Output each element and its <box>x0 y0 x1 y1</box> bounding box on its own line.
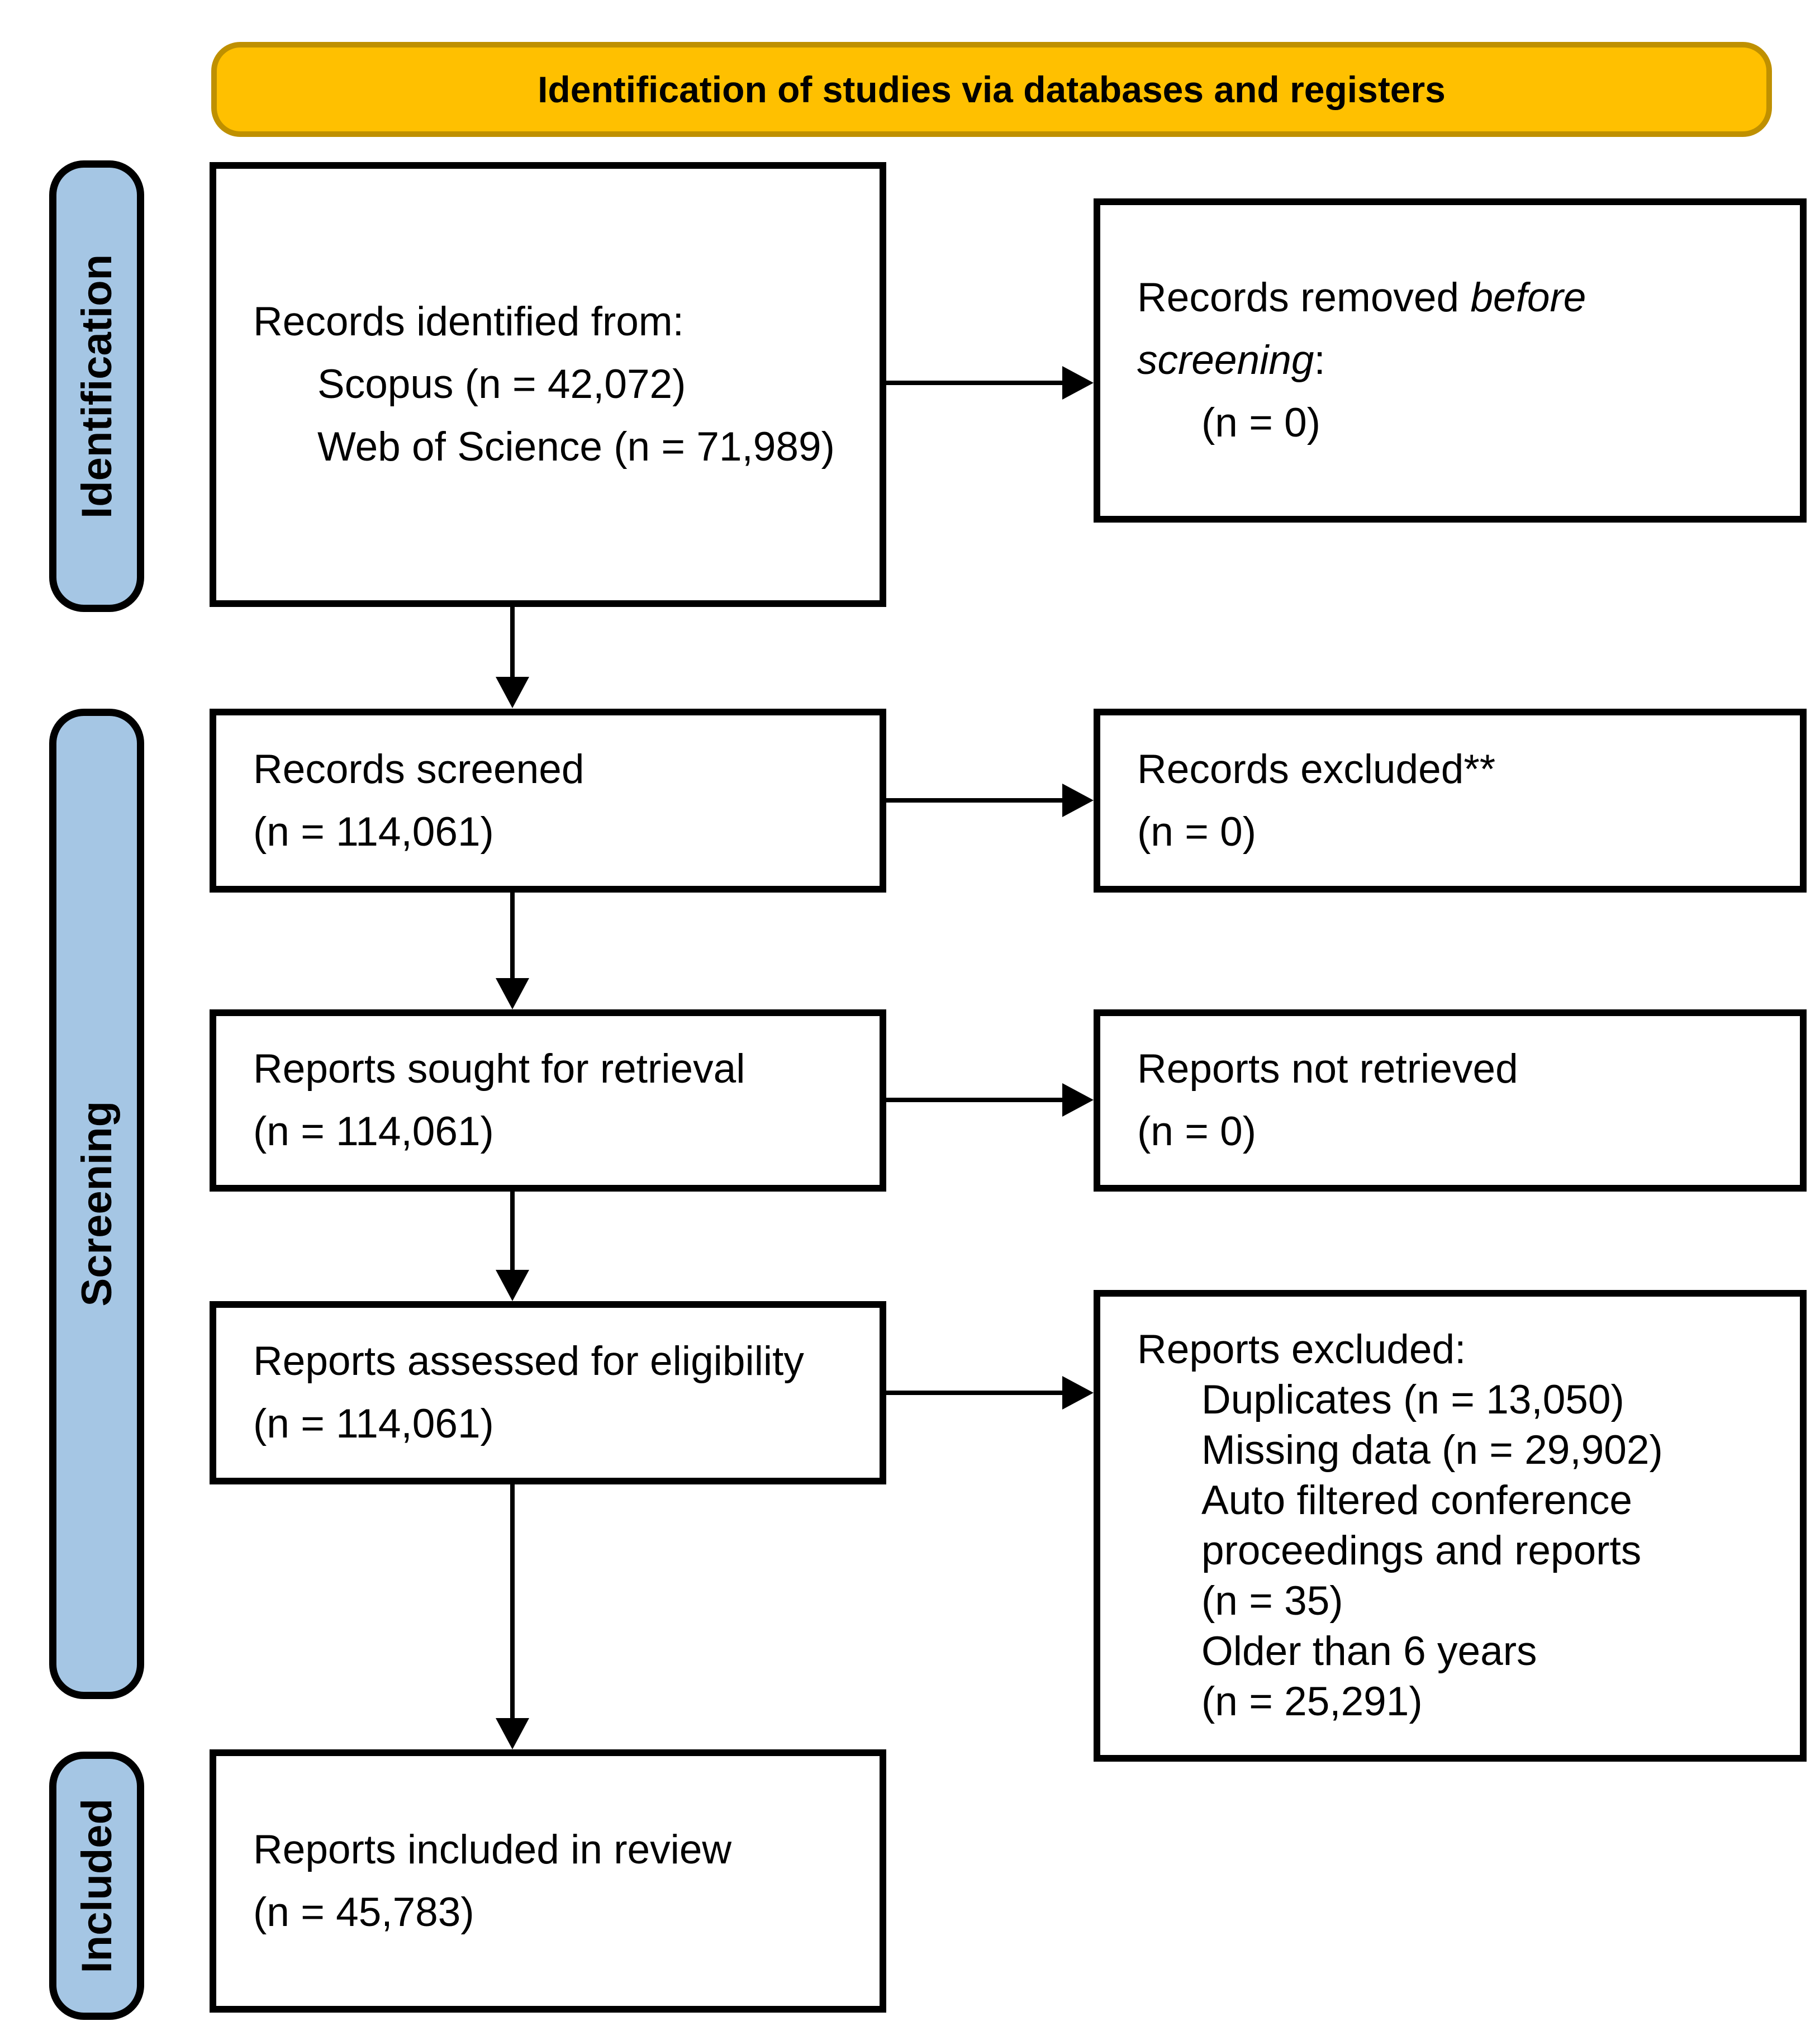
box-reports-included: Reports included in review (n = 45,783) <box>210 1749 886 2013</box>
text-line: (n = 0) <box>1137 1109 1257 1154</box>
text-line: (n = 25,291) <box>1201 1679 1423 1724</box>
stage-label-screening: Screening <box>49 709 144 1699</box>
stage-screening-text: Screening <box>73 1101 121 1307</box>
box-records-excluded: Records excluded** (n = 0) <box>1094 709 1807 893</box>
box-reports-assessed: Reports assessed for eligibility (n = 114… <box>210 1301 886 1484</box>
arrowhead-down-icon <box>496 978 529 1009</box>
box-reports-excluded-reasons: Reports excluded: Duplicates (n = 13,050)… <box>1094 1290 1807 1762</box>
stage-identification-text: Identification <box>73 254 121 519</box>
stage-label-identification: Identification <box>49 160 144 612</box>
arrow-identified-to-removed <box>886 381 1064 385</box>
text-line: proceedings and reports <box>1201 1528 1642 1573</box>
arrowhead-down-icon <box>496 1270 529 1301</box>
arrowhead-right-icon <box>1062 366 1094 400</box>
text-line: Records screened <box>253 746 585 792</box>
text-line: Older than 6 years <box>1201 1629 1537 1674</box>
text-line: Reports not retrieved <box>1137 1046 1518 1092</box>
arrow-identified-to-screened <box>510 607 515 681</box>
arrow-screened-to-excluded <box>886 798 1064 803</box>
text-line: Auto filtered conference <box>1201 1478 1633 1523</box>
banner: Identification of studies via databases … <box>211 42 1772 137</box>
text-line: (n = 114,061) <box>253 809 494 855</box>
box-records-identified: Records identified from: Scopus (n = 42,0… <box>210 162 886 607</box>
text-line: Duplicates (n = 13,050) <box>1201 1377 1624 1422</box>
text-line: Records identified from: <box>253 299 684 344</box>
banner-title: Identification of studies via databases … <box>538 69 1446 110</box>
text-line: Records excluded** <box>1137 746 1496 792</box>
text-line: Reports excluded: <box>1137 1327 1466 1372</box>
text-line: Reports included in review <box>253 1826 732 1872</box>
text-line: (n = 0) <box>1201 400 1321 445</box>
arrowhead-right-icon <box>1062 1083 1094 1117</box>
text-line: Reports assessed for eligibility <box>253 1339 804 1384</box>
text-line: Missing data (n = 29,902) <box>1201 1427 1663 1473</box>
arrow-assessed-to-reports-excluded <box>886 1391 1064 1395</box>
text-line: (n = 45,783) <box>253 1889 474 1935</box>
arrow-assessed-to-included <box>510 1484 515 1722</box>
arrow-sought-to-assessed <box>510 1192 515 1274</box>
text-line: (n = 114,061) <box>253 1109 494 1154</box>
box-records-screened: Records screened (n = 114,061) <box>210 709 886 893</box>
text-line: Scopus (n = 42,072) <box>317 362 686 407</box>
text-line: (n = 35) <box>1201 1578 1343 1624</box>
box-reports-sought: Reports sought for retrieval (n = 114,061… <box>210 1009 886 1192</box>
stage-included-text: Included <box>73 1798 121 1973</box>
arrowhead-down-icon <box>496 1718 529 1749</box>
text-line: Records removed before <box>1137 275 1586 320</box>
text-line: (n = 0) <box>1137 809 1257 855</box>
arrowhead-right-icon <box>1062 1376 1094 1410</box>
arrowhead-right-icon <box>1062 784 1094 817</box>
arrowhead-down-icon <box>496 677 529 708</box>
arrow-sought-to-not-retrieved <box>886 1098 1064 1102</box>
text-line: Web of Science (n = 71,989) <box>317 424 835 469</box>
arrow-screened-to-sought <box>510 893 515 982</box>
box-reports-not-retrieved: Reports not retrieved (n = 0) <box>1094 1009 1807 1192</box>
text-line: screening: <box>1137 338 1325 383</box>
text-line: Reports sought for retrieval <box>253 1046 745 1092</box>
box-records-removed-before-screening: Records removed before screening: (n = 0) <box>1094 198 1807 523</box>
text-line: (n = 114,061) <box>253 1401 494 1446</box>
stage-label-included: Included <box>49 1752 144 2020</box>
